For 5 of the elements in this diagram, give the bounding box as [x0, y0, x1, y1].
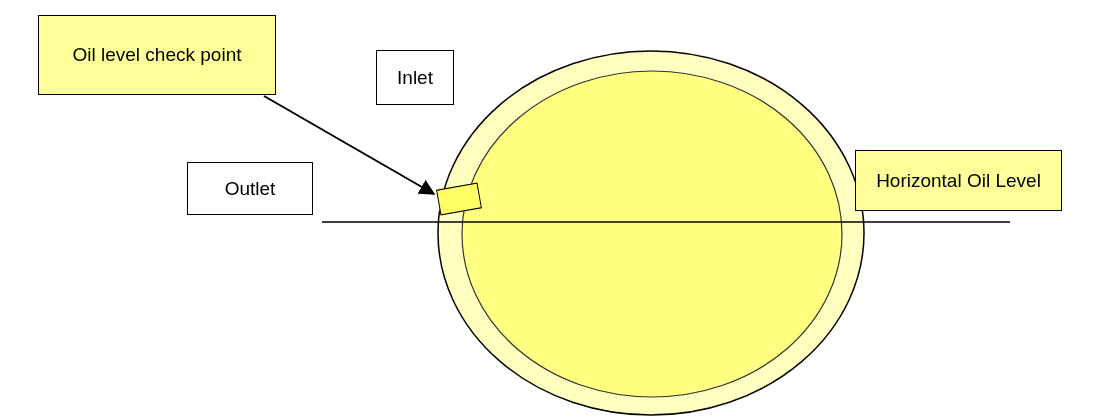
label-box: Horizontal Oil Level: [855, 150, 1062, 211]
callout-box: Oil level check point: [38, 15, 276, 95]
label-box: Outlet: [187, 162, 313, 215]
label-box: Inlet: [376, 50, 454, 105]
leader-arrow: [263, 95, 436, 195]
